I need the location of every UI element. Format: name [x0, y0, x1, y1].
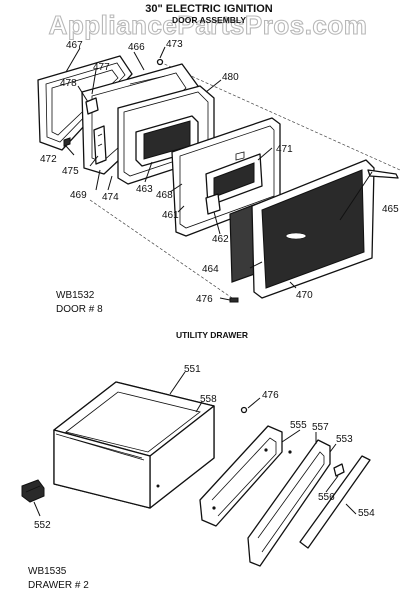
callout-474: 474 — [102, 192, 119, 203]
part-478-hinge-bracket[interactable] — [85, 97, 99, 115]
callout-466: 466 — [128, 42, 145, 53]
callout-476: 476 — [196, 294, 213, 305]
part-557-drawer-front-panel[interactable] — [247, 439, 331, 567]
drawer-ref-model: WB1535 — [28, 566, 67, 577]
part-465-door-handle[interactable] — [339, 169, 399, 221]
callout-465: 465 — [382, 204, 399, 215]
door-ref-number: DOOR # 8 — [56, 304, 103, 315]
callout-467: 467 — [66, 40, 83, 51]
part-473-screw[interactable] — [156, 58, 164, 66]
section-title-utility-drawer: UTILITY DRAWER — [176, 330, 248, 340]
callout-471: 471 — [276, 144, 293, 155]
part-555-drawer-front-inner[interactable] — [199, 425, 283, 527]
callout-468: 468 — [156, 190, 173, 201]
callout-470: 470 — [296, 290, 313, 301]
callout-475: 475 — [62, 166, 79, 177]
callout-469: 469 — [70, 190, 87, 201]
callout-480: 480 — [222, 72, 239, 83]
part-471-window-frame[interactable] — [205, 151, 263, 207]
callout-477: 477 — [93, 62, 110, 73]
part-556-clip[interactable] — [333, 463, 345, 477]
callout-555: 555 — [290, 420, 307, 431]
callout-476-drawer: 476 — [262, 390, 279, 401]
diagram-title: 30" ELECTRIC IGNITION — [145, 3, 273, 15]
watermark-text: AppliancePartsPros.com — [49, 10, 368, 40]
callout-472: 472 — [40, 154, 57, 165]
alignment-guide — [159, 61, 401, 171]
callout-461: 461 — [162, 210, 179, 221]
callout-478: 478 — [60, 78, 77, 89]
part-551-drawer-body[interactable] — [53, 381, 215, 509]
callout-464: 464 — [202, 264, 219, 275]
part-553-trim-strip[interactable] — [299, 455, 371, 549]
part-475-hinge[interactable] — [93, 125, 107, 165]
leader-lines-drawer — [33, 371, 357, 517]
callout-556: 556 — [318, 492, 335, 503]
part-472-screw[interactable] — [63, 137, 71, 147]
part-552-drawer-slide[interactable] — [21, 479, 45, 503]
callout-558: 558 — [200, 394, 217, 405]
drawer-ref-number: DRAWER # 2 — [28, 580, 89, 591]
callout-463: 463 — [136, 184, 153, 195]
door-ref-model: WB1532 — [56, 290, 95, 301]
leader-lines-door — [65, 46, 297, 301]
part-476-drawer-screw[interactable] — [240, 406, 248, 414]
callout-462: 462 — [212, 234, 229, 245]
door-assembly: 467 466 473 478 477 480 472 475 469 474 … — [37, 39, 401, 315]
part-470-outer-panel[interactable] — [251, 159, 375, 299]
callout-473: 473 — [166, 39, 183, 50]
callout-552: 552 — [34, 520, 51, 531]
alignment-guide — [89, 199, 236, 301]
callout-557: 557 — [312, 422, 329, 433]
part-476-screw[interactable] — [229, 297, 239, 303]
callout-553: 553 — [336, 434, 353, 445]
utility-drawer-assembly[interactable]: 551 558 476 555 557 553 556 554 552 WB15… — [21, 364, 375, 591]
diagram-subtitle: DOOR ASSEMBLY — [172, 15, 246, 25]
part-462-bracket[interactable] — [205, 193, 221, 215]
callout-554: 554 — [358, 508, 375, 519]
callout-551: 551 — [184, 364, 201, 375]
